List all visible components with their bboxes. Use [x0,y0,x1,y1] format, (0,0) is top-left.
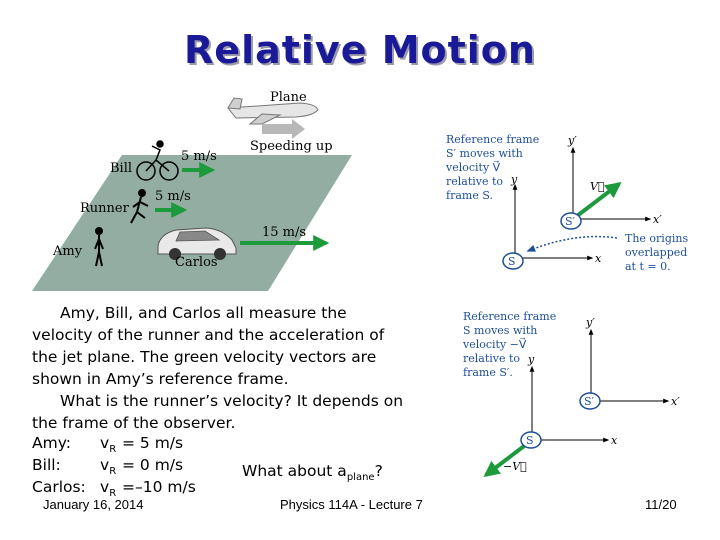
paragraph-2: What is the runner’s velocity? It depend… [32,392,404,432]
svg-text:relative to: relative to [446,175,503,188]
footer-date: January 16, 2014 [43,497,144,512]
svg-text:V⃗: V⃗ [590,180,605,193]
runner-icon [130,189,149,224]
plane-label: Plane [270,90,307,105]
svg-text:at t = 0.: at t = 0. [625,260,671,273]
speeding-up-arrow [262,119,305,139]
footer-course: Physics 114A - Lecture 7 [280,497,423,512]
svg-text:velocity −V⃗: velocity −V⃗ [462,337,527,351]
origins-dotted-arrow [526,235,618,252]
svg-text:S: S [526,434,534,447]
speeding-up-label: Speeding up [250,139,333,154]
svg-text:velocity V⃗: velocity V⃗ [445,160,501,174]
svg-text:−V⃗: −V⃗ [503,460,527,473]
svg-text:x: x [611,434,618,447]
svg-text:y′: y′ [567,134,577,147]
svg-text:S′: S′ [565,215,576,228]
carlos-label: Carlos [175,255,218,270]
velocity-row-carlos: Carlos: vR =–10 m/s [32,478,196,500]
svg-text:S moves with: S moves with [463,324,537,337]
carlos-speed-label: 15 m/s [262,225,306,240]
origins-note: The origins overlapped at t = 0. [625,232,688,273]
svg-text:x′: x′ [671,395,680,408]
velocity-row-bill: Bill: vR = 0 m/s [32,456,184,478]
top-sprime-origin-badge: S′ [560,212,582,230]
svg-text:The origins: The origins [625,232,688,245]
footer-page-number: 11/20 [645,497,677,512]
svg-text:x′: x′ [653,213,662,226]
slide-title: Relative Motion [184,28,536,72]
bill-speed-label: 5 m/s [181,149,217,164]
svg-text:y: y [527,353,535,366]
svg-text:y: y [510,173,518,186]
svg-text:S: S [508,255,516,268]
svg-text:Reference frame: Reference frame [446,133,539,146]
svg-text:x: x [595,252,602,265]
amy-figure-icon [94,227,104,267]
velocity-row-amy: Amy: vR = 5 m/s [32,434,184,456]
runner-label: Runner [80,201,130,216]
svg-text:relative to: relative to [463,352,520,365]
car-icon [157,227,237,260]
svg-text:y′: y′ [585,316,595,329]
top-frame-caption: Reference frame S′ moves with velocity V… [445,133,539,202]
bill-label: Bill [110,161,132,176]
svg-text:frame S′.: frame S′. [463,366,513,379]
svg-text:Reference frame: Reference frame [463,310,556,323]
top-velocity-vector [571,182,622,221]
amy-label: Amy [52,244,83,259]
svg-text:S′: S′ [584,395,595,408]
svg-text:overlapped: overlapped [625,246,687,259]
runner-speed-label: 5 m/s [155,189,191,204]
bicycle-icon [136,140,179,181]
svg-text:S′ moves with: S′ moves with [446,147,523,160]
paragraph-1: Amy, Bill, and Carlos all measure the ve… [32,304,385,388]
top-s-origin-badge: S [502,252,524,270]
ground-plane [32,155,352,291]
illustration: Plane Speeding up Bill 5 m/s Runner 5 m/… [32,90,688,477]
bottom-frame-caption: Reference frame S moves with velocity −V… [462,310,556,379]
bottom-s-origin-badge: S [520,431,542,449]
plane-acceleration-question: What about aplane? [242,462,383,484]
svg-text:frame S.: frame S. [446,189,493,202]
bottom-sprime-origin-badge: S′ [579,392,601,410]
